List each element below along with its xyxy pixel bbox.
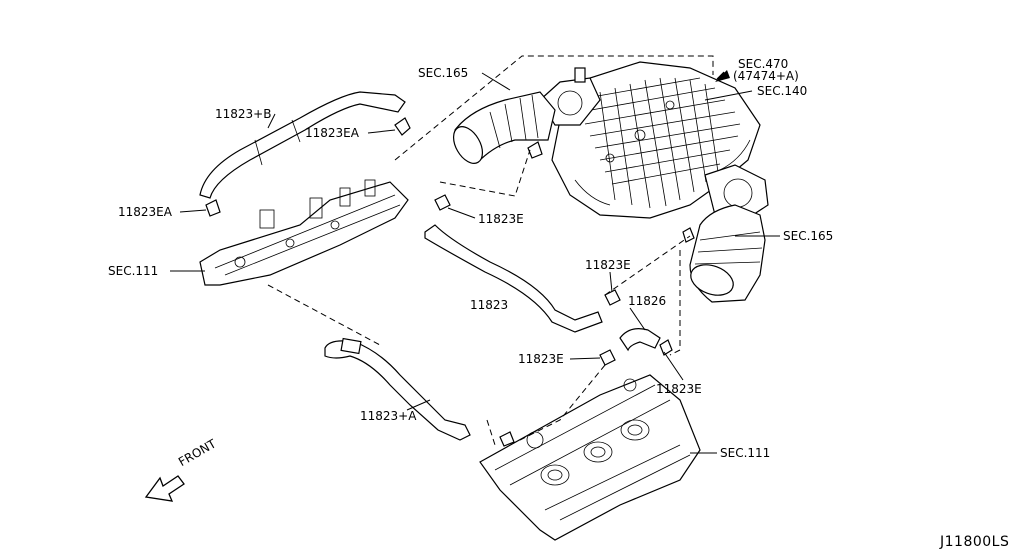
dashed-lines bbox=[267, 55, 714, 446]
sec470-arrow-icon bbox=[715, 70, 730, 82]
label-11823e-low: 11823E bbox=[518, 352, 564, 366]
hose-11823-b bbox=[199, 91, 406, 199]
label-11823ea-left: 11823EA bbox=[118, 205, 172, 219]
label-sec165-right: SEC.165 bbox=[783, 229, 834, 243]
label-sec165-top: SEC.165 bbox=[418, 66, 469, 80]
hose-11823 bbox=[424, 224, 603, 333]
intake-manifold bbox=[539, 61, 769, 221]
label-sec470-sub: (47474+A) bbox=[733, 69, 799, 83]
air-duct-right bbox=[689, 204, 766, 303]
clips bbox=[205, 117, 695, 447]
diagram-code: J11800LS bbox=[940, 534, 1010, 550]
label-11823e-low2: 11823E bbox=[656, 382, 702, 396]
hose-11823-a bbox=[324, 337, 471, 441]
air-duct-top bbox=[452, 91, 556, 164]
label-sec111-right: SEC.111 bbox=[720, 446, 771, 460]
label-sec140: SEC.140 bbox=[757, 84, 808, 98]
label-11823-a: 11823+A bbox=[360, 409, 417, 423]
rocker-cover-right bbox=[479, 374, 701, 541]
label-11823e-right: 11823E bbox=[585, 258, 631, 272]
label-sec111-left: SEC.111 bbox=[108, 264, 159, 278]
leader-lines bbox=[170, 72, 780, 454]
label-11823ea-top: 11823EA bbox=[305, 126, 359, 140]
label-11823e-mid: 11823E bbox=[478, 212, 524, 226]
label-11823: 11823 bbox=[470, 298, 509, 312]
label-sec470: SEC.470 bbox=[738, 57, 789, 71]
hose-11826 bbox=[619, 328, 661, 352]
front-arrow-icon bbox=[144, 475, 185, 502]
rocker-cover-left bbox=[199, 179, 409, 286]
label-11826: 11826 bbox=[628, 294, 667, 308]
label-11823-b: 11823+B bbox=[215, 107, 272, 121]
